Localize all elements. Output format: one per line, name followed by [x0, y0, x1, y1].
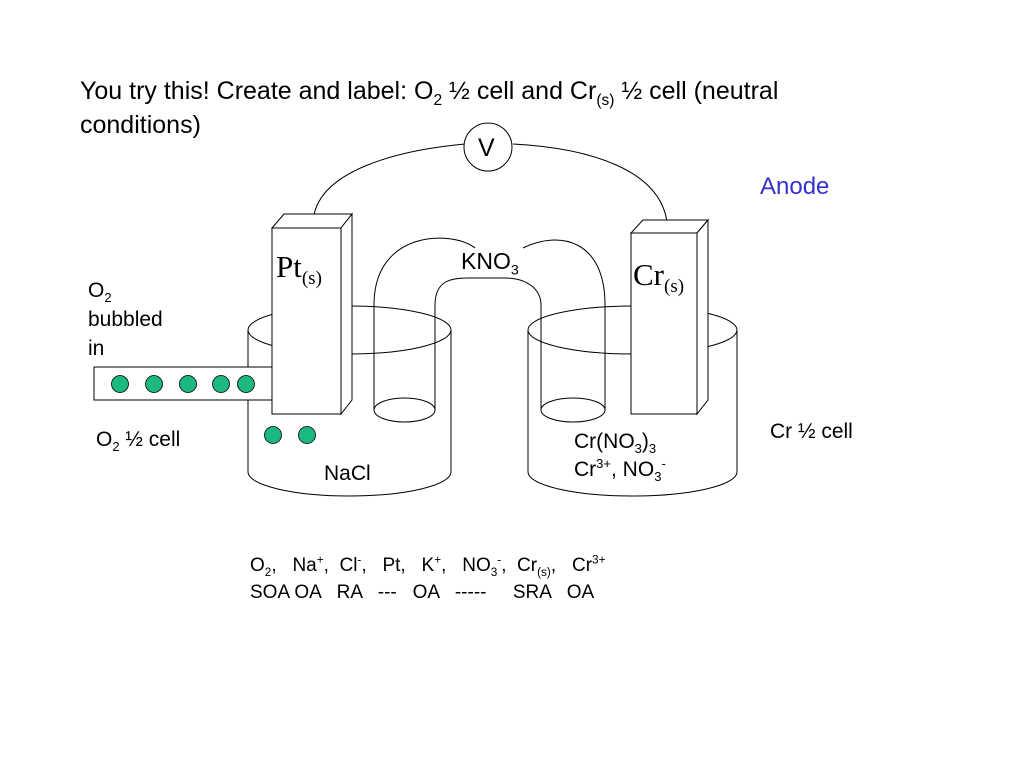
species-list: O2, Na+, Cl-, Pt, K+, NO3-, Cr(s), Cr3+	[250, 553, 606, 579]
cr-half-cell-label: Cr ½ cell	[770, 420, 853, 443]
page-title-line2: conditions)	[80, 111, 201, 139]
pt-electrode-label: Pt(s)	[276, 249, 322, 290]
nacl-solution-label: NaCl	[324, 462, 371, 485]
cr-nitrate-label: Cr(NO3)3	[574, 430, 657, 457]
page-title: You try this! Create and label: O2 ½ cel…	[80, 77, 779, 109]
oxidizing-reducing-roles: SOA OA RA --- OA ----- SRA OA	[250, 582, 595, 603]
cr-ions-label: Cr3+, NO3-	[574, 456, 666, 485]
o2-half-cell-label: O2 ½ cell	[96, 428, 181, 455]
bubble	[237, 375, 255, 393]
wire-left	[312, 143, 466, 223]
bubble	[298, 426, 316, 444]
bubble	[264, 426, 282, 444]
voltmeter-circle	[463, 122, 513, 172]
wire-right	[512, 143, 668, 223]
bubble	[111, 375, 129, 393]
bubble	[145, 375, 163, 393]
bubble	[212, 375, 230, 393]
o2-bubbles	[111, 375, 316, 444]
salt-bridge-tube	[373, 237, 606, 423]
bubble	[179, 375, 197, 393]
cr-electrode-label: Cr(s)	[633, 257, 685, 298]
salt-bridge-label: KNO3	[461, 248, 519, 279]
cr-electrode-bar	[629, 218, 710, 416]
voltmeter-label: V	[478, 134, 495, 162]
pt-electrode-bar	[270, 212, 354, 416]
o2-inlet-label: O2 bubbled in	[88, 279, 163, 360]
anode-label: Anode	[760, 173, 830, 200]
